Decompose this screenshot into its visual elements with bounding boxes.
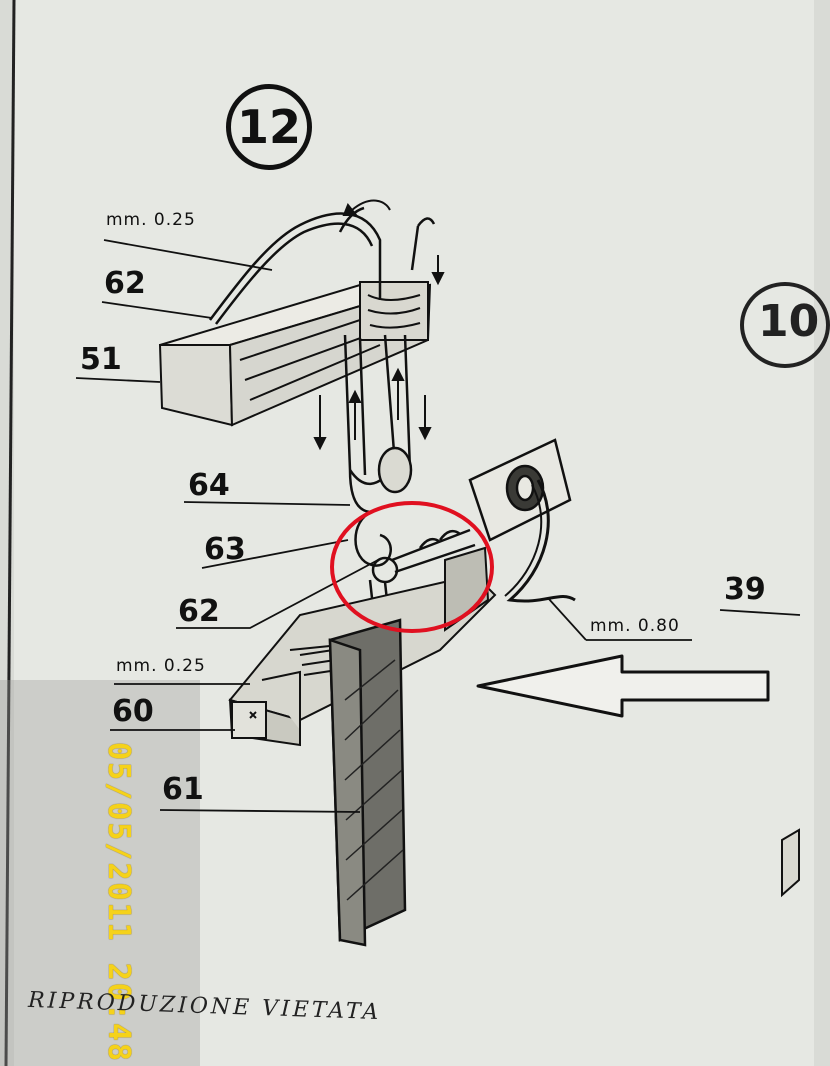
block-64 <box>348 446 413 514</box>
label-part-64: 64 <box>188 468 230 503</box>
beam-51 <box>158 281 432 427</box>
partial-drawing-right <box>781 828 800 898</box>
pointer-arrow <box>476 654 770 718</box>
hooks-63-62 <box>354 510 476 629</box>
label-part-62-bottom: 62 <box>178 594 220 629</box>
label-part-63: 63 <box>204 532 246 567</box>
next-step-number: 10 <box>758 296 820 347</box>
highlight-circle <box>330 501 494 633</box>
leader-lines <box>75 239 801 813</box>
photo-shadow <box>0 680 200 1066</box>
label-rope-top: mm. 0.25 <box>106 210 196 230</box>
label-part-60: 60 <box>112 694 154 729</box>
next-step-badge-partial: 10 <box>740 282 830 368</box>
step-number-badge: 12 <box>226 84 312 170</box>
step-number: 12 <box>236 100 301 154</box>
page-border-left <box>4 0 16 1066</box>
direction-arrows <box>313 199 445 451</box>
label-part-51: 51 <box>80 342 122 377</box>
post-61 <box>328 618 407 947</box>
label-rope-right: mm. 0.80 <box>590 616 680 636</box>
label-part-62-top: 62 <box>104 266 146 301</box>
label-part-61: 61 <box>162 772 204 807</box>
eye-plate <box>468 438 576 603</box>
paper-sheet <box>14 0 814 1066</box>
rope-60 <box>444 546 490 632</box>
label-part-39: 39 <box>724 572 766 607</box>
label-rope-mid: mm. 0.25 <box>116 656 206 676</box>
date-stamp: 05/05/2011 20:48 <box>101 742 136 1063</box>
